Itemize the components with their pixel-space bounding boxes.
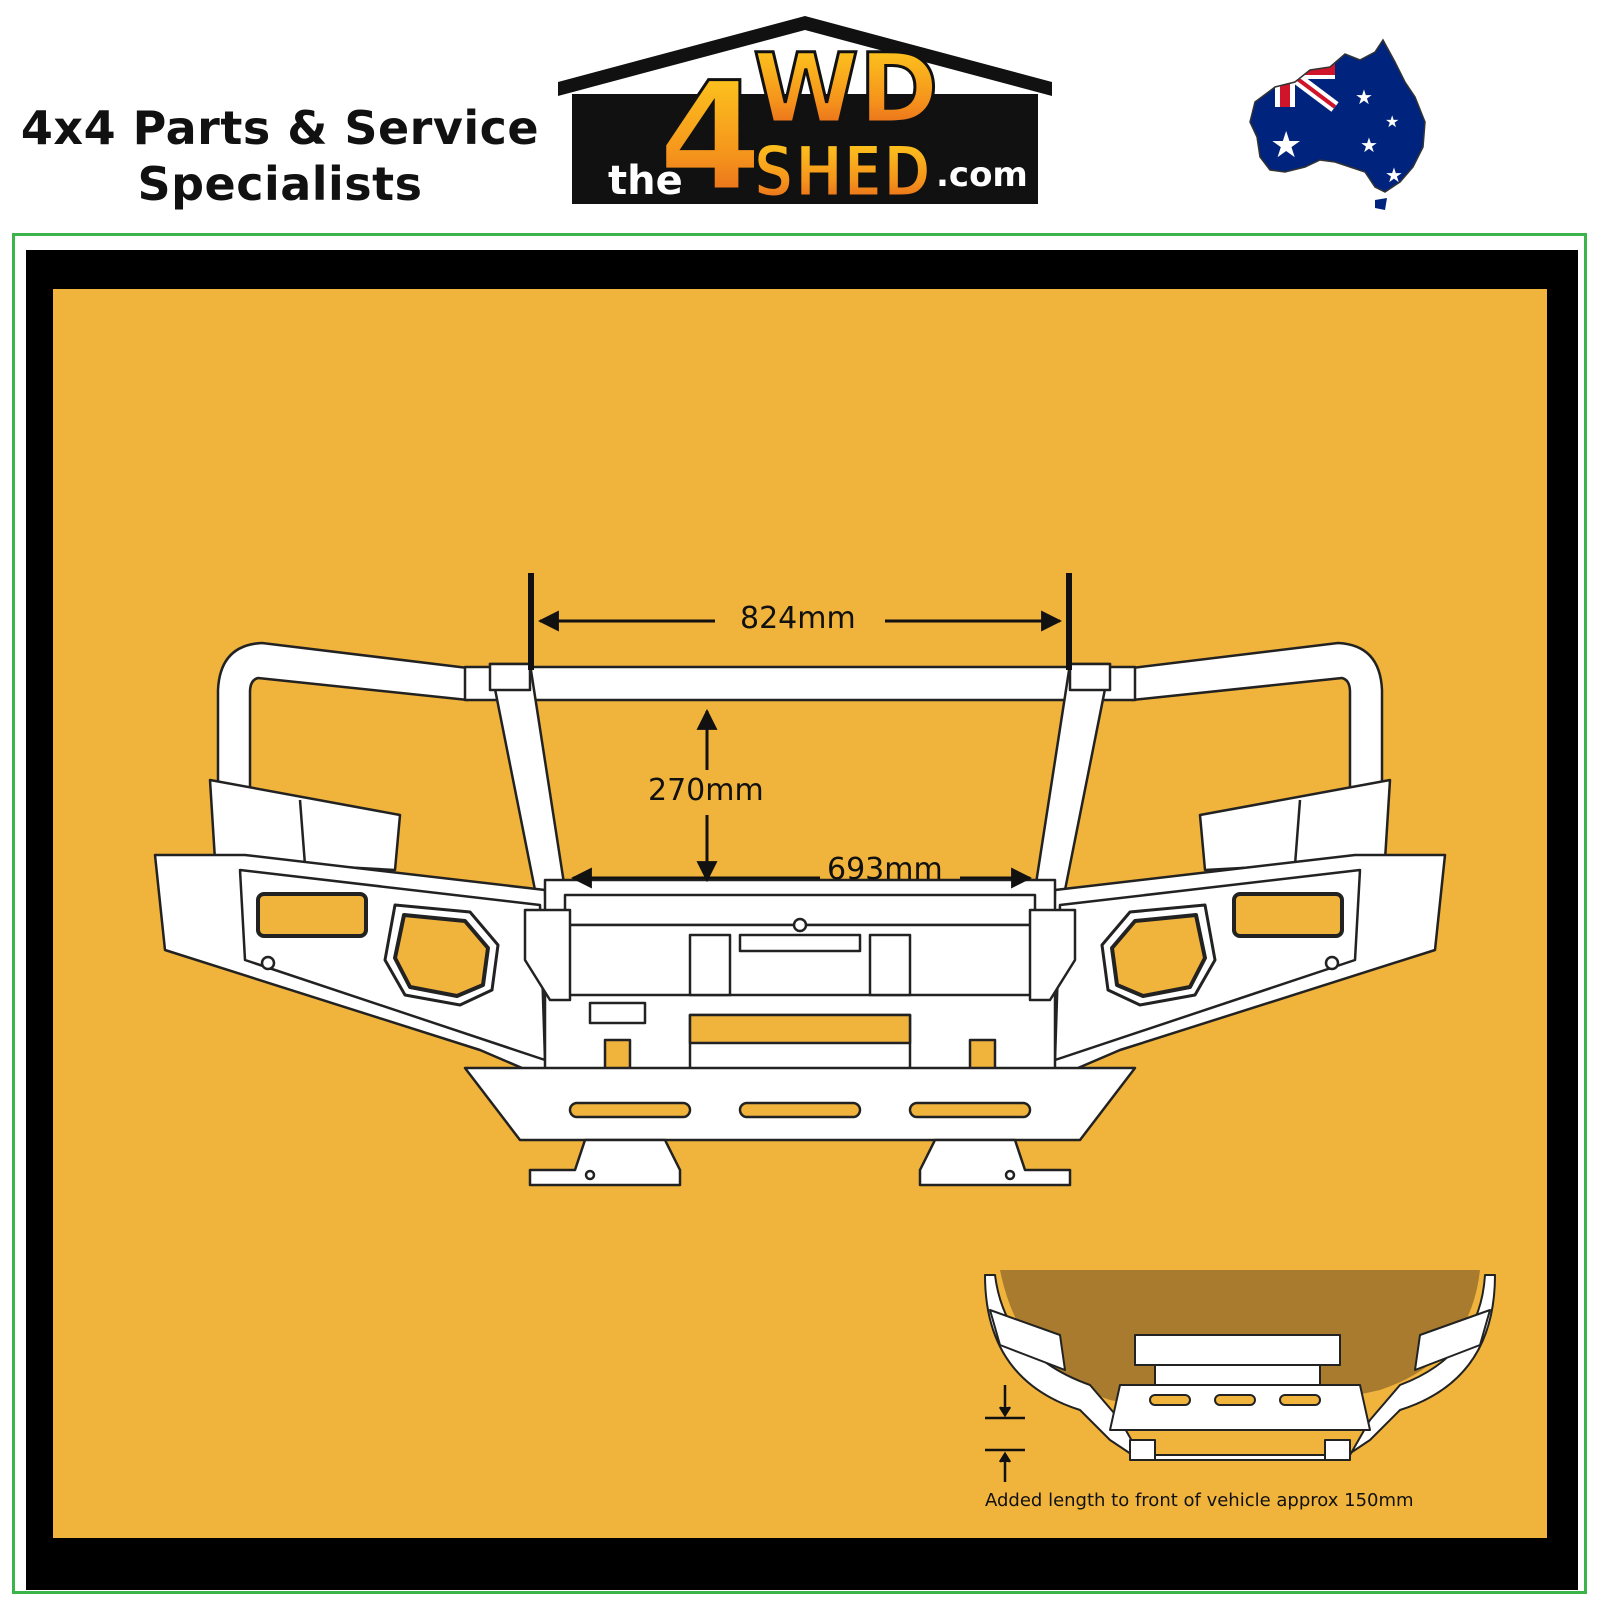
- dimension-824-label: 824mm: [740, 601, 856, 636]
- header: 4x4 Parts & Service Specialists the 4 WD…: [0, 0, 1600, 230]
- svg-text:★: ★: [1385, 112, 1399, 131]
- tagline-line-2: Specialists: [137, 157, 423, 211]
- inset-mount-plate: [1134, 1334, 1341, 1366]
- australia-map-flag-icon: ★ ★ ★ ★ ★: [1249, 38, 1426, 210]
- the4wdshed-logo[interactable]: the 4 WD SHED .com: [558, 14, 1052, 214]
- left-light-pod: [208, 778, 402, 872]
- svg-text:★: ★: [1360, 133, 1378, 157]
- logo-the-text: the: [608, 158, 683, 204]
- inset-note: Added length to front of vehicle approx …: [985, 1490, 1414, 1511]
- svg-text:★: ★: [1355, 85, 1373, 109]
- top-crossbar: [463, 665, 1137, 702]
- tagline-line-1: 4x4 Parts & Service: [20, 101, 540, 155]
- dimension-270-label: 270mm: [648, 773, 764, 808]
- inset-bumper-outline: [984, 1274, 1496, 1461]
- logo-four-text: 4: [658, 51, 762, 214]
- logo-wd-text: WD: [753, 33, 939, 145]
- left-indicator-light: [256, 892, 368, 938]
- logo-roof: [558, 16, 1052, 96]
- right-indicator-light: [1232, 892, 1344, 938]
- logo-shed-body: [572, 94, 1038, 212]
- right-mount-foot: [918, 1138, 1072, 1187]
- svg-text:★: ★: [1385, 163, 1403, 187]
- logo-shed-text: SHED: [753, 131, 931, 213]
- tagline: 4x4 Parts & Service Specialists: [20, 100, 540, 212]
- svg-text:★: ★: [1270, 125, 1302, 166]
- left-mount-foot: [528, 1138, 682, 1187]
- dimension-693-label: 693mm: [827, 852, 943, 887]
- logo-dotcom-text: .com: [936, 155, 1028, 195]
- right-light-pod: [1198, 778, 1392, 872]
